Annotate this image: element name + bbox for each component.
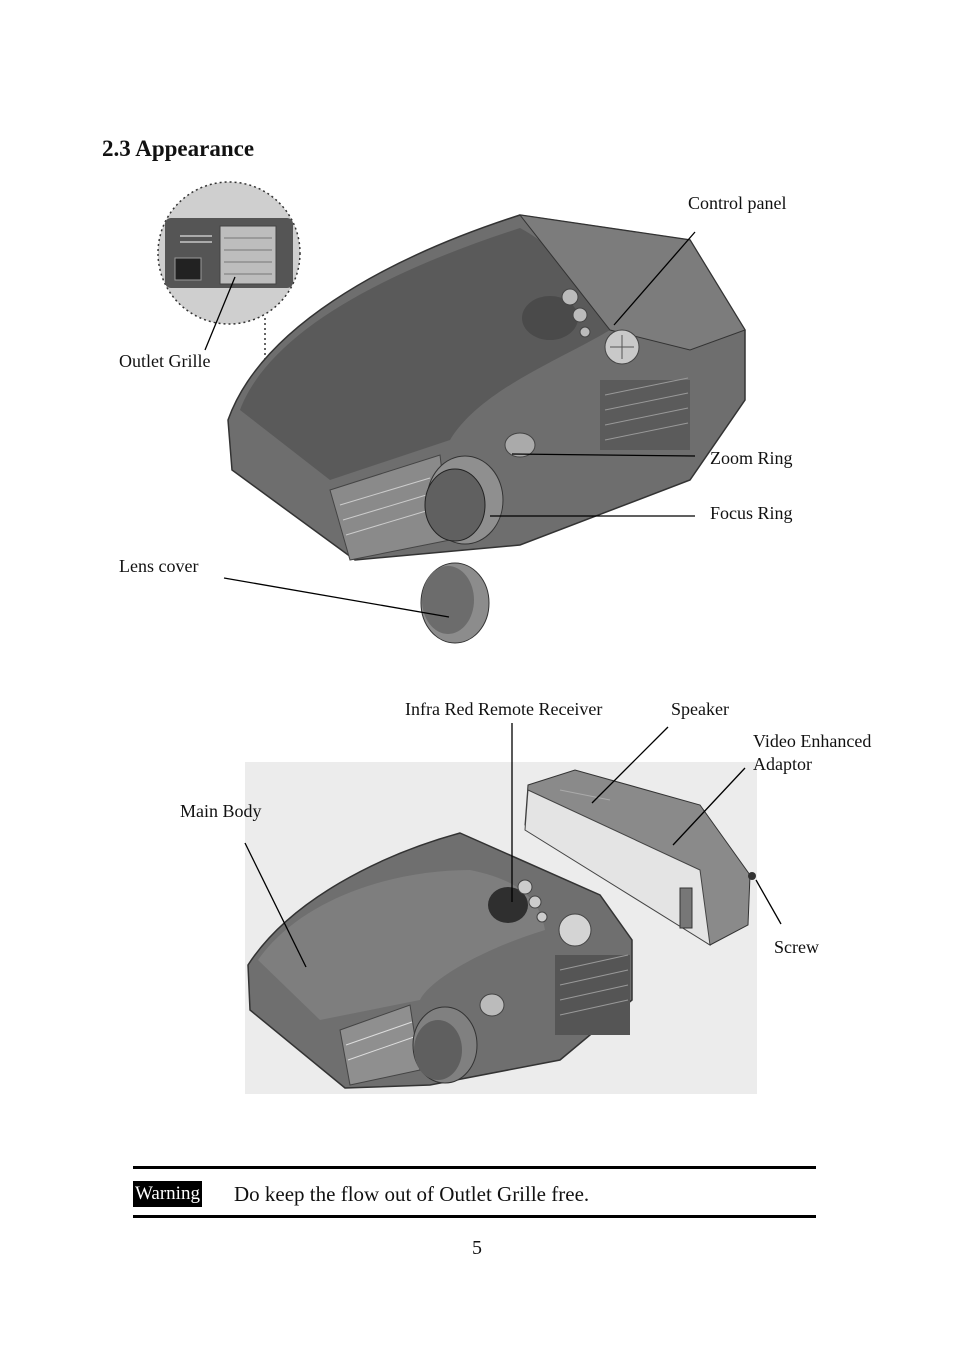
section-title: 2.3 Appearance [102,136,255,161]
label-control-panel: Control panel [688,193,787,213]
label-main-body: Main Body [180,801,262,821]
warning-top-rule [133,1166,816,1169]
warning-text: Do keep the flow out of Outlet Grille fr… [234,1182,590,1206]
label-lens-cover: Lens cover [119,556,199,576]
label-focus-ring: Focus Ring [710,503,793,523]
video-adaptor-shape [524,769,756,946]
label-video-adaptor-line2: Adaptor [753,754,812,774]
label-screw: Screw [774,937,819,957]
main-body-shape [247,832,633,1089]
projector-figure-top [157,181,746,644]
label-video-adaptor-line1: Video Enhanced [753,731,872,751]
label-speaker: Speaker [671,699,729,719]
outlet-grille-inset [157,181,301,325]
warning-badge: Warning [133,1181,202,1207]
projector-body-top [227,214,746,561]
label-outlet-grille: Outlet Grille [119,351,211,371]
label-zoom-ring: Zoom Ring [710,448,793,468]
lens-cover-shape [420,562,490,644]
label-ir-receiver: Infra Red Remote Receiver [405,699,603,719]
projector-figure-bottom [244,723,782,1094]
warning-bottom-rule [133,1215,816,1218]
page-number: 5 [472,1237,482,1259]
